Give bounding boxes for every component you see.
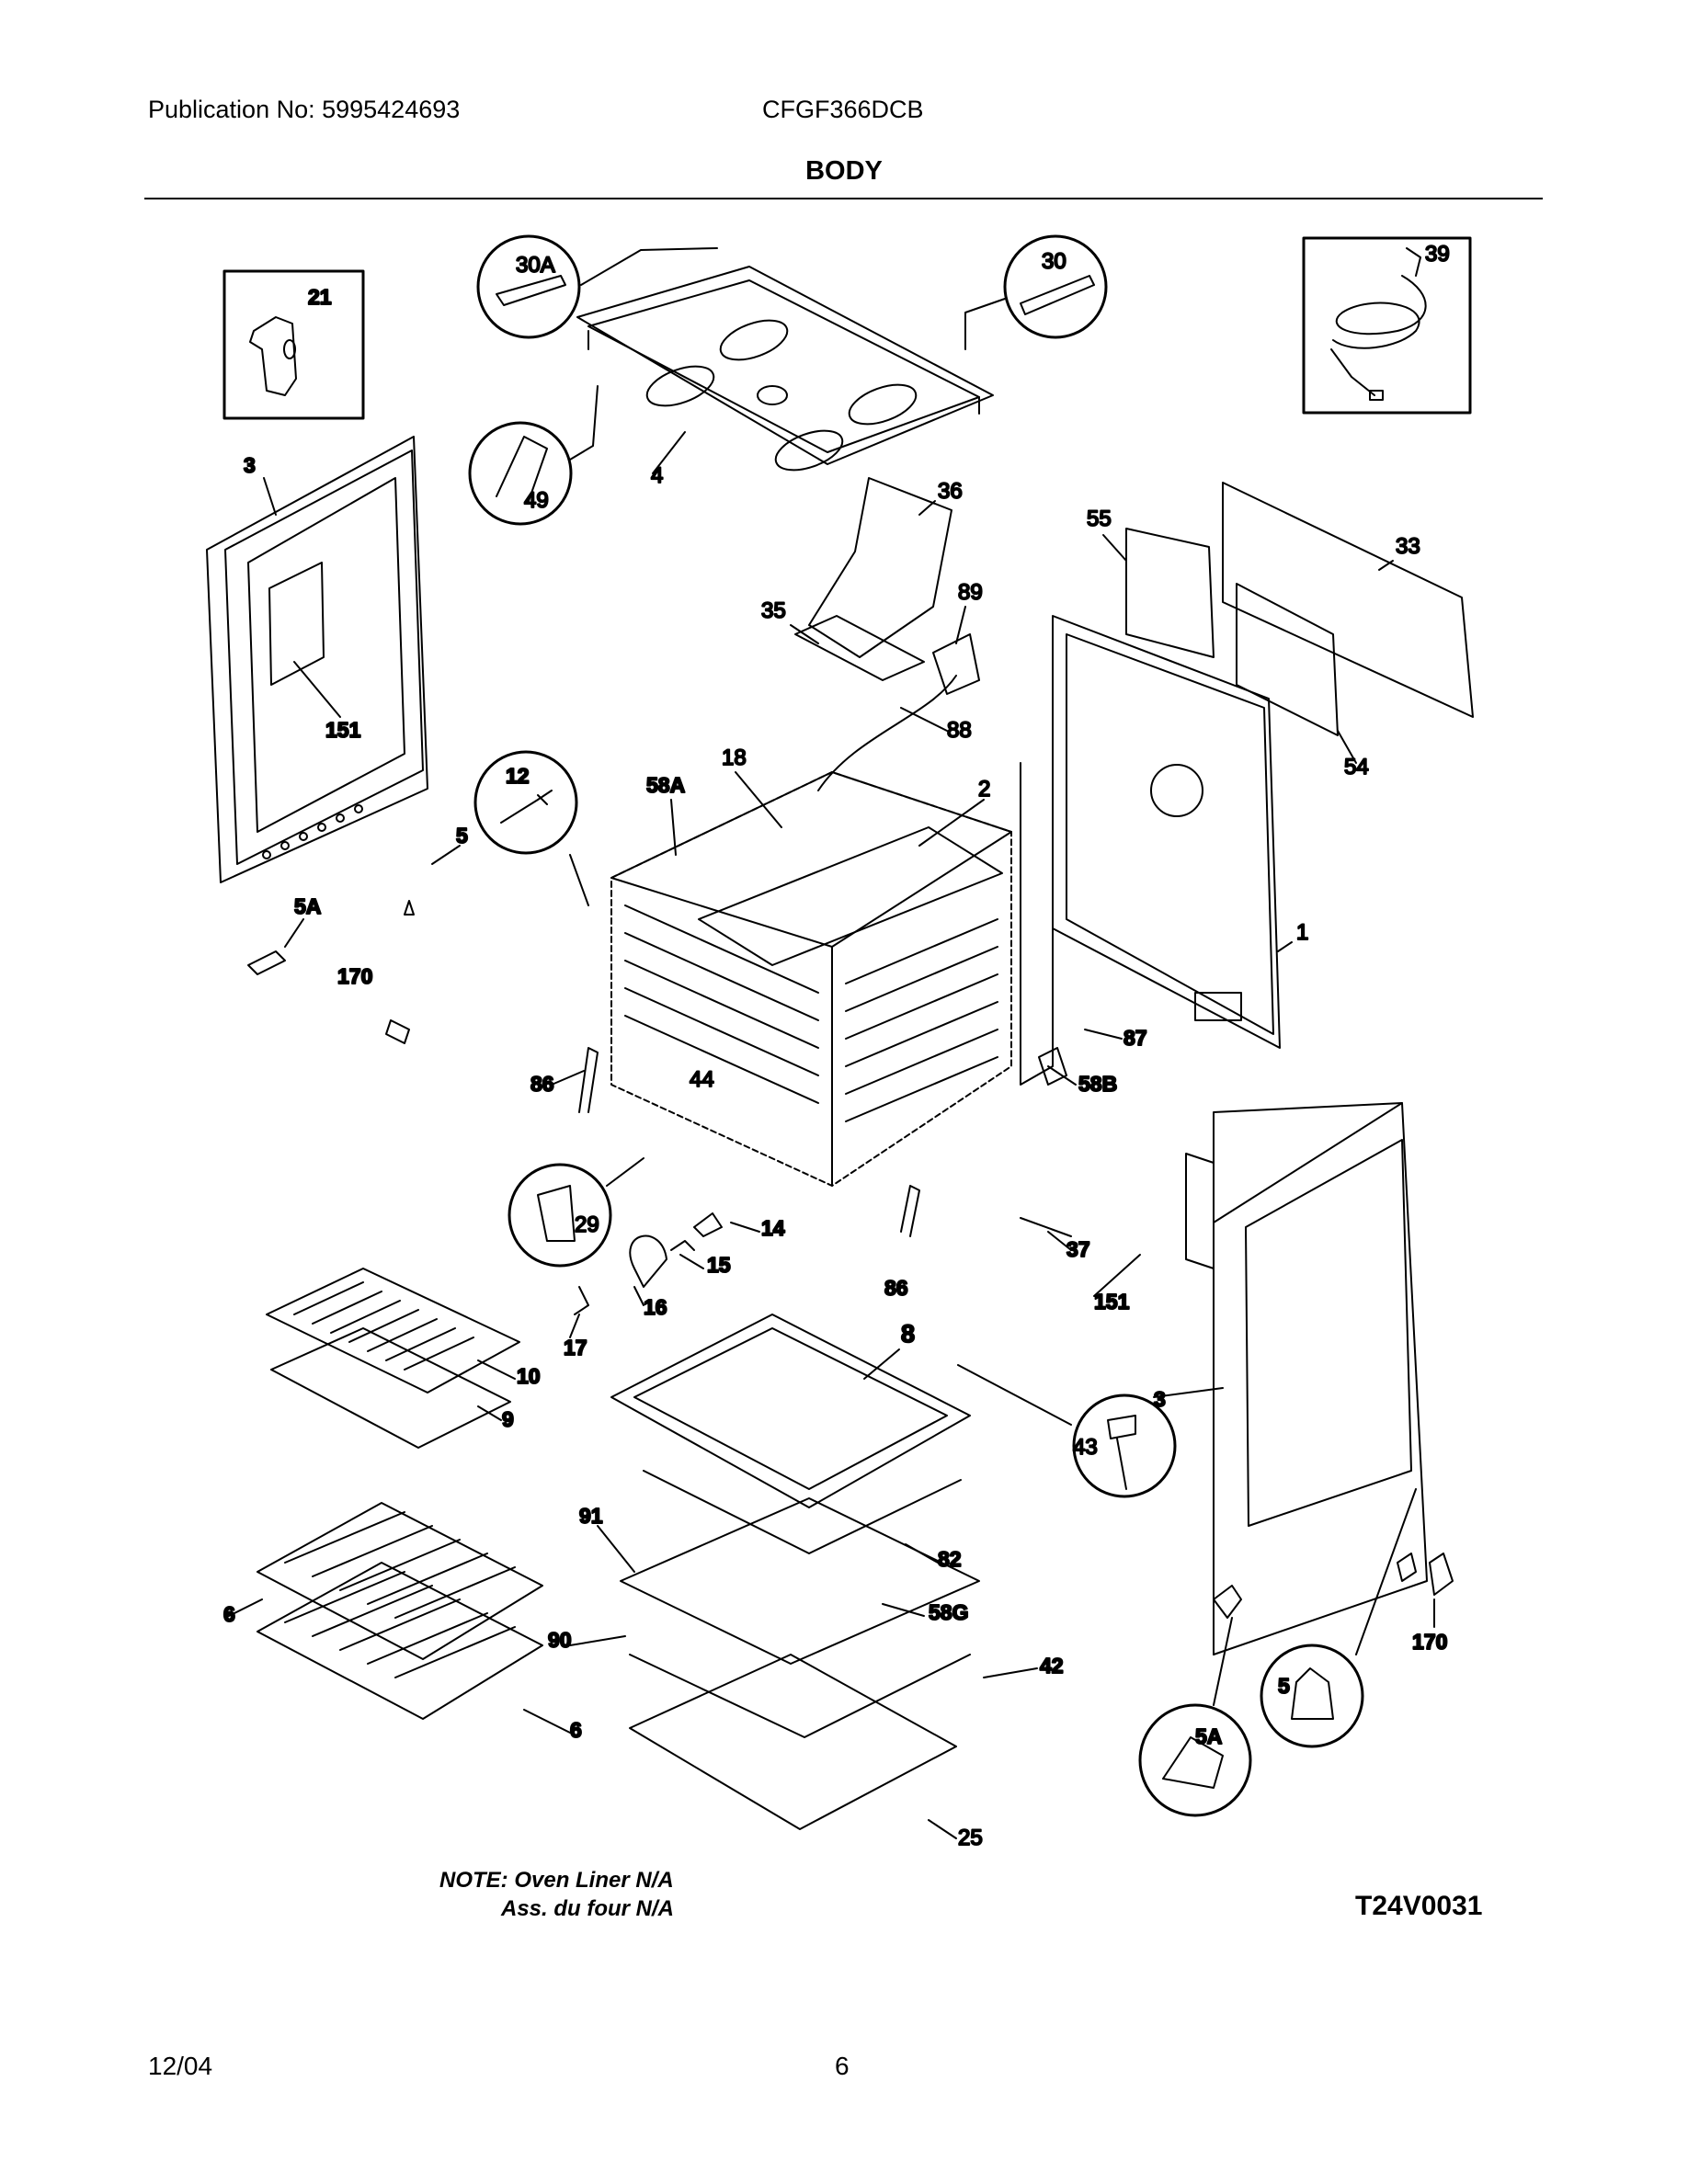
- callout-58G: 58G: [929, 1600, 968, 1624]
- oven-cavity: [610, 734, 1054, 1187]
- footer-date: 12/04: [148, 2052, 213, 2080]
- callout-5-right: 5: [1278, 1674, 1290, 1698]
- callout-30A: 30A: [516, 253, 555, 278]
- callout-4: 4: [651, 463, 663, 488]
- callout-5-left: 5: [456, 824, 468, 847]
- note-oven-liner-fr: Ass. du four N/A: [501, 1896, 675, 1921]
- callout-9: 9: [502, 1407, 514, 1431]
- callout-21: 21: [308, 285, 332, 309]
- callout-30: 30: [1042, 249, 1066, 274]
- burner-box: [794, 477, 980, 791]
- page-number: 6: [835, 2052, 850, 2080]
- callout-29: 29: [575, 1212, 599, 1237]
- callout-16: 16: [644, 1295, 667, 1319]
- callout-1: 1: [1296, 920, 1308, 945]
- detail-circle-5: [1260, 1488, 1417, 1748]
- section-title: BODY: [805, 156, 883, 186]
- callout-15: 15: [707, 1253, 731, 1277]
- callout-89: 89: [958, 580, 983, 605]
- inset-box-21: [222, 269, 365, 420]
- callout-18: 18: [722, 745, 747, 770]
- publication-number: Publication No: 5995424693: [148, 96, 461, 123]
- callout-58B: 58B: [1078, 1072, 1117, 1096]
- callout-44: 44: [690, 1067, 714, 1092]
- callout-33: 33: [1396, 534, 1420, 559]
- callout-82: 82: [938, 1547, 962, 1571]
- callout-151-left: 151: [325, 718, 361, 742]
- callout-88: 88: [947, 718, 972, 743]
- callout-10: 10: [517, 1364, 541, 1388]
- diagram-code: T24V0031: [1355, 1891, 1483, 1921]
- callout-151-right: 151: [1094, 1290, 1130, 1314]
- callout-43: 43: [1073, 1435, 1098, 1460]
- callout-25: 25: [958, 1826, 983, 1850]
- left-side-panel: [206, 436, 428, 883]
- callout-91: 91: [579, 1504, 603, 1528]
- callout-55: 55: [1087, 506, 1112, 531]
- oven-racks: [257, 1502, 543, 1720]
- model-number: CFGF366DCB: [762, 96, 924, 123]
- callout-6-top: 6: [223, 1602, 235, 1626]
- note-oven-liner: NOTE: Oven Liner N/A: [439, 1868, 674, 1893]
- detail-circle-30A: [476, 234, 718, 339]
- callout-14: 14: [761, 1216, 785, 1240]
- callout-6-bottom: 6: [570, 1718, 582, 1742]
- callout-3-left: 3: [244, 453, 256, 477]
- callout-54: 54: [1344, 755, 1369, 779]
- callout-86-right: 86: [884, 1276, 908, 1300]
- upper-rear-panels: [1125, 482, 1474, 736]
- callout-8: 8: [901, 1320, 915, 1348]
- callout-86-left: 86: [530, 1072, 554, 1096]
- broiler-pan: [266, 1268, 520, 1449]
- detail-circle-43: [957, 1364, 1177, 1498]
- leader-lines: [224, 431, 1435, 1839]
- detail-circle-12: [473, 750, 589, 906]
- cooktop-panel: [576, 266, 994, 472]
- callout-35: 35: [761, 598, 786, 623]
- callout-49: 49: [524, 488, 549, 513]
- detail-circle-29: [508, 1157, 644, 1268]
- detail-circle-49: [468, 385, 599, 526]
- oven-bottom: [610, 1314, 980, 1830]
- callout-12: 12: [506, 764, 530, 788]
- callout-42: 42: [1040, 1654, 1064, 1678]
- detail-circle-5A: [1138, 1617, 1252, 1817]
- callout-5A-right: 5A: [1195, 1724, 1222, 1748]
- callout-39: 39: [1425, 242, 1450, 267]
- callout-17: 17: [564, 1336, 587, 1359]
- callout-36: 36: [938, 479, 963, 504]
- callout-2: 2: [978, 777, 990, 802]
- small-parts: [247, 900, 1454, 1619]
- detail-circle-30: [964, 234, 1108, 350]
- callout-5A-left: 5A: [294, 894, 321, 918]
- right-side-panel: [1213, 1102, 1428, 1655]
- callout-170-right: 170: [1412, 1630, 1447, 1654]
- callout-3-right: 3: [1154, 1387, 1166, 1411]
- callout-170-left: 170: [337, 964, 372, 988]
- callout-58A: 58A: [646, 773, 685, 797]
- back-panel: [1052, 615, 1281, 1049]
- callout-87: 87: [1123, 1026, 1147, 1050]
- header-rule: [144, 198, 1543, 199]
- inset-box-39: [1302, 236, 1472, 415]
- callout-90: 90: [548, 1628, 572, 1652]
